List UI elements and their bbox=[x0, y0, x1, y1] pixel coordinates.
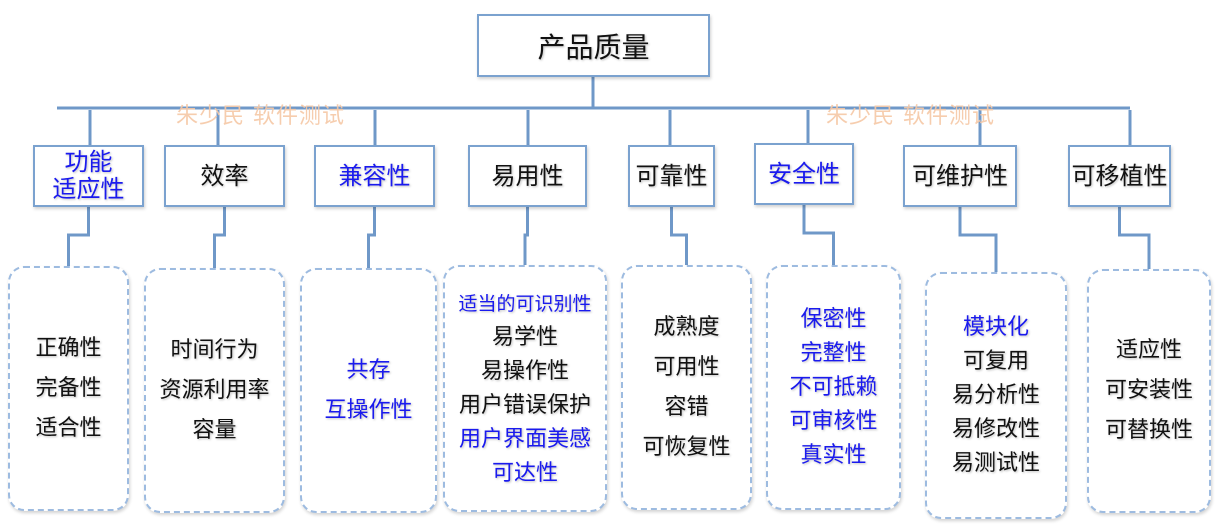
subcharacteristics-box: 模块化可复用易分析性易修改性易测试性 bbox=[925, 272, 1067, 519]
subcharacteristic-item: 易修改性 bbox=[951, 416, 1040, 442]
category-node: 可维护性 bbox=[903, 145, 1017, 207]
subcharacteristic-item: 可安装性 bbox=[1104, 378, 1193, 403]
subcharacteristic-item: 可审核性 bbox=[789, 408, 878, 434]
subcharacteristic-item: 用户错误保护 bbox=[458, 392, 591, 418]
root-node-product-quality: 产品质量 bbox=[477, 14, 710, 77]
subcharacteristic-item: 保密性 bbox=[800, 306, 867, 332]
subcharacteristic-item: 成熟度 bbox=[653, 314, 720, 340]
subcharacteristic-item: 适当的可识别性 bbox=[458, 292, 592, 315]
category-node: 可靠性 bbox=[628, 145, 715, 207]
subcharacteristics-box: 保密性完整性不可抵赖可审核性真实性 bbox=[766, 265, 901, 510]
connector-category-to-subitems bbox=[670, 207, 688, 265]
subcharacteristic-item: 用户界面美感 bbox=[458, 426, 591, 452]
category-node: 效率 bbox=[164, 145, 285, 207]
subcharacteristic-item: 共存 bbox=[346, 357, 391, 383]
subcharacteristic-item: 资源利用率 bbox=[159, 377, 270, 403]
category-node: 安全性 bbox=[754, 143, 854, 205]
subcharacteristic-item: 正确性 bbox=[35, 335, 102, 361]
subcharacteristic-item: 可恢复性 bbox=[642, 434, 731, 460]
subcharacteristic-item: 真实性 bbox=[800, 442, 867, 468]
category-node: 兼容性 bbox=[314, 145, 435, 207]
subcharacteristic-item: 模块化 bbox=[962, 314, 1029, 340]
connector-category-to-subitems bbox=[802, 205, 835, 265]
subcharacteristic-item: 适合性 bbox=[35, 415, 102, 441]
subcharacteristic-item: 可用性 bbox=[653, 354, 720, 380]
subcharacteristic-item: 易学性 bbox=[491, 324, 558, 350]
watermark-left: 朱少民 软件测试 bbox=[176, 104, 345, 129]
subcharacteristics-box: 适当的可识别性易学性易操作性用户错误保护用户界面美感可达性 bbox=[443, 265, 607, 512]
subcharacteristic-item: 不可抵赖 bbox=[789, 374, 878, 400]
subcharacteristics-box: 成熟度可用性容错可恢复性 bbox=[621, 265, 752, 510]
subcharacteristic-item: 可复用 bbox=[962, 348, 1029, 374]
subcharacteristic-item: 可达性 bbox=[491, 460, 558, 486]
category-node: 易用性 bbox=[468, 145, 587, 207]
subcharacteristic-item: 可替换性 bbox=[1104, 418, 1193, 443]
subcharacteristics-box: 正确性完备性适合性 bbox=[8, 266, 129, 511]
connector-category-to-subitems bbox=[958, 207, 998, 272]
watermark-right: 朱少民 软件测试 bbox=[826, 104, 995, 129]
subcharacteristic-item: 互操作性 bbox=[324, 397, 413, 423]
category-node: 功能 适应性 bbox=[33, 145, 144, 207]
subcharacteristics-box: 适应性可安装性可替换性 bbox=[1087, 269, 1211, 513]
subcharacteristic-item: 容错 bbox=[664, 394, 709, 420]
subcharacteristics-box: 共存互操作性 bbox=[300, 268, 437, 513]
subcharacteristic-item: 时间行为 bbox=[170, 337, 259, 363]
subcharacteristic-item: 适应性 bbox=[1115, 338, 1182, 363]
connector-category-to-subitems bbox=[367, 207, 376, 268]
subcharacteristic-item: 完整性 bbox=[800, 340, 867, 366]
connector-category-to-subitems bbox=[213, 207, 226, 268]
subcharacteristic-item: 容量 bbox=[192, 417, 237, 443]
subcharacteristic-item: 易分析性 bbox=[951, 382, 1040, 408]
subcharacteristic-item: 易测试性 bbox=[951, 450, 1040, 476]
subcharacteristic-item: 易操作性 bbox=[480, 358, 569, 384]
subcharacteristics-box: 时间行为资源利用率容量 bbox=[144, 268, 285, 513]
connector-category-to-subitems bbox=[67, 207, 90, 266]
connector-category-to-subitems bbox=[1118, 207, 1151, 269]
category-node: 可移植性 bbox=[1068, 145, 1171, 207]
subcharacteristic-item: 完备性 bbox=[35, 375, 102, 401]
connector-category-to-subitems bbox=[523, 207, 529, 265]
